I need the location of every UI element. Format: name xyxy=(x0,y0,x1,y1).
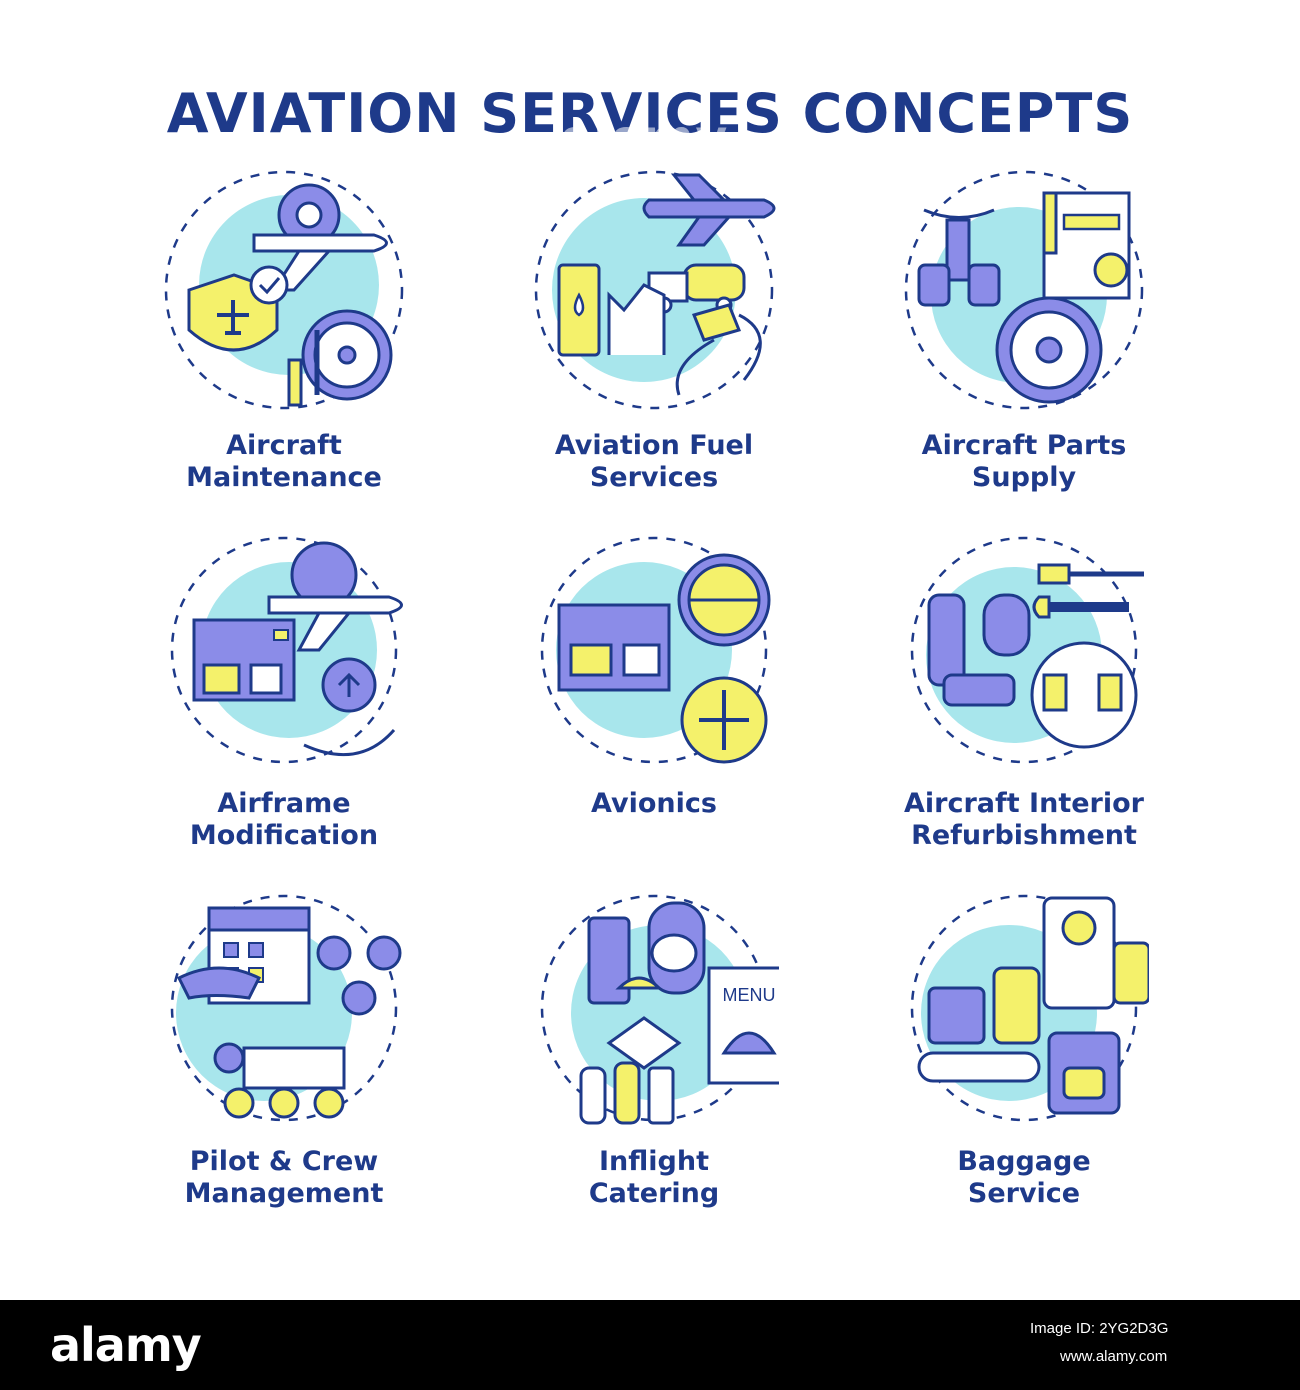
airframe-modification-icon xyxy=(159,535,409,785)
menu-text: MENU xyxy=(723,985,776,1005)
page-title: AVIATION SERVICES CONCEPTS xyxy=(166,82,1134,145)
aircraft-maintenance-icon xyxy=(159,165,409,415)
footer-bar: alamy Image ID: 2YG2D3G www.alamy.com xyxy=(0,1300,1300,1390)
avionics-icon xyxy=(529,535,779,785)
concept-label: Avionics xyxy=(591,788,717,819)
aircraft-parts-icon xyxy=(899,165,1149,415)
baggage-service-icon xyxy=(899,893,1149,1143)
image-id: Image ID: 2YG2D3G xyxy=(1030,1320,1169,1337)
aviation-fuel-icon xyxy=(529,165,779,415)
inflight-catering-icon: MENU xyxy=(529,893,779,1143)
footer-url[interactable]: www.alamy.com xyxy=(1060,1348,1168,1365)
crew-management-icon xyxy=(159,893,409,1143)
interior-refurbishment-icon xyxy=(899,535,1149,785)
footer-logo[interactable]: alamy xyxy=(50,1318,202,1372)
